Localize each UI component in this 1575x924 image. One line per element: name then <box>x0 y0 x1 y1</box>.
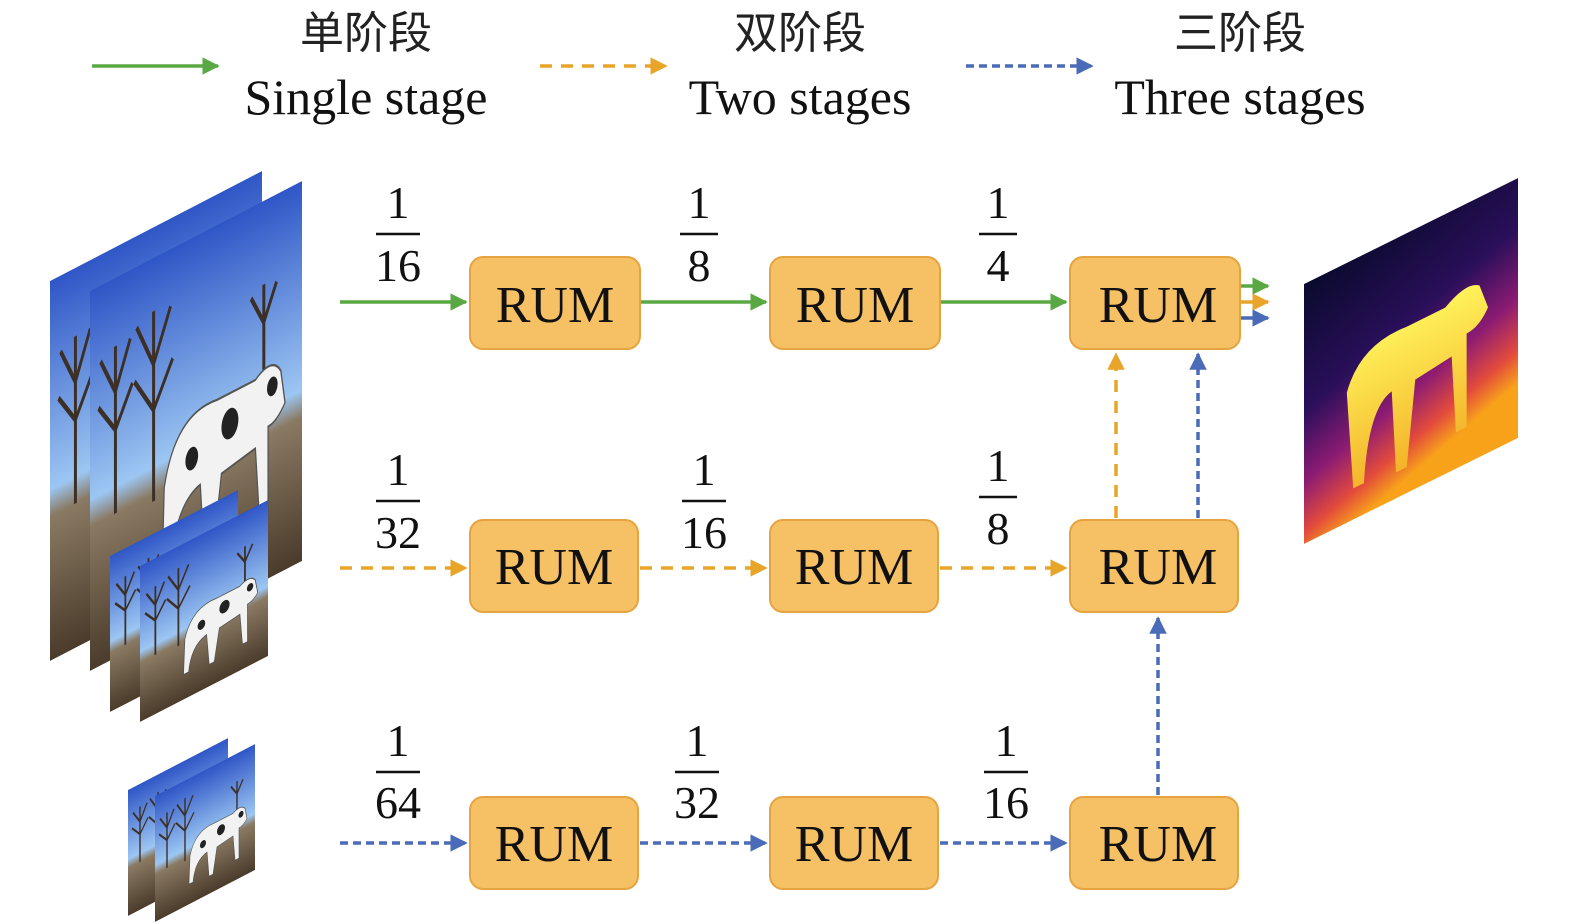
fraction-denominator: 8 <box>688 240 711 291</box>
fraction-r3-s3: 1 16 <box>983 715 1029 828</box>
scale-fractions: 1 16 1 8 1 4 1 32 1 16 1 8 <box>375 177 1029 828</box>
fraction-r1-s2: 1 8 <box>680 177 718 291</box>
fraction-numerator: 1 <box>387 444 410 495</box>
legend-two-en: Two stages <box>689 69 912 125</box>
rum-box <box>469 796 639 890</box>
rum-box <box>1069 519 1239 613</box>
rum-label: RUM <box>496 277 614 334</box>
fraction-denominator: 32 <box>674 777 720 828</box>
rum-module-r2-c3: RUM <box>1069 519 1239 613</box>
rum-box <box>769 256 941 350</box>
fraction-denominator: 16 <box>681 507 727 558</box>
output-depth-map <box>1304 178 1519 544</box>
fraction-denominator: 4 <box>987 240 1010 291</box>
fraction-denominator: 64 <box>375 777 421 828</box>
legend-three-stages: 三阶段 Three stages <box>966 8 1366 125</box>
fraction-numerator: 1 <box>693 444 716 495</box>
legend-two-cn: 双阶段 <box>734 8 866 59</box>
fraction-r1-s3: 1 4 <box>979 177 1017 291</box>
fraction-r3-s1: 1 64 <box>375 715 421 828</box>
rum-label: RUM <box>795 539 913 596</box>
rum-module-r1-c2: RUM <box>769 256 941 350</box>
rum-box <box>469 256 641 350</box>
input-image-pyramid <box>50 171 302 922</box>
fraction-numerator: 1 <box>387 715 410 766</box>
rum-module-r1-c3: RUM <box>1069 256 1241 350</box>
fraction-denominator: 32 <box>375 507 421 558</box>
rum-module-r2-c1: RUM <box>469 519 639 613</box>
legend-single-cn: 单阶段 <box>300 8 432 59</box>
fraction-numerator: 1 <box>688 177 711 228</box>
rum-label: RUM <box>796 277 914 334</box>
rum-module-r3-c1: RUM <box>469 796 639 890</box>
fraction-numerator: 1 <box>686 715 709 766</box>
rum-box <box>1069 256 1241 350</box>
fraction-denominator: 16 <box>983 777 1029 828</box>
legend-single-stage: 单阶段 Single stage <box>92 8 488 125</box>
rum-label: RUM <box>495 539 613 596</box>
rum-grid: RUM RUM RUM RUM RUM RUM RUM R <box>469 256 1241 890</box>
rum-box <box>1069 796 1239 890</box>
rum-module-r3-c3: RUM <box>1069 796 1239 890</box>
rum-label: RUM <box>1099 816 1217 873</box>
fraction-r2-s3: 1 8 <box>979 440 1017 554</box>
fraction-r1-s1: 1 16 <box>375 177 421 291</box>
legend-two-stages: 双阶段 Two stages <box>540 8 911 125</box>
legend-three-en: Three stages <box>1114 69 1365 125</box>
fraction-numerator: 1 <box>987 440 1010 491</box>
rum-label: RUM <box>795 816 913 873</box>
rum-box <box>769 519 939 613</box>
fraction-numerator: 1 <box>995 715 1018 766</box>
rum-label: RUM <box>1099 539 1217 596</box>
legend-three-cn: 三阶段 <box>1174 8 1306 59</box>
fraction-numerator: 1 <box>387 177 410 228</box>
fraction-r3-s2: 1 32 <box>674 715 720 828</box>
rum-module-r3-c2: RUM <box>769 796 939 890</box>
rum-box <box>769 796 939 890</box>
legend-single-en: Single stage <box>244 69 487 125</box>
rum-label: RUM <box>495 816 613 873</box>
rum-module-r2-c2: RUM <box>769 519 939 613</box>
fraction-denominator: 16 <box>375 240 421 291</box>
rum-box <box>469 519 639 613</box>
fraction-numerator: 1 <box>987 177 1010 228</box>
fraction-r2-s1: 1 32 <box>375 444 421 558</box>
rum-module-r1-c1: RUM <box>469 256 641 350</box>
fraction-r2-s2: 1 16 <box>681 444 727 558</box>
legend: 单阶段 Single stage 双阶段 Two stages 三阶段 Thre… <box>92 8 1366 125</box>
fraction-denominator: 8 <box>987 503 1010 554</box>
arrows <box>340 277 1270 852</box>
rum-label: RUM <box>1099 277 1217 334</box>
